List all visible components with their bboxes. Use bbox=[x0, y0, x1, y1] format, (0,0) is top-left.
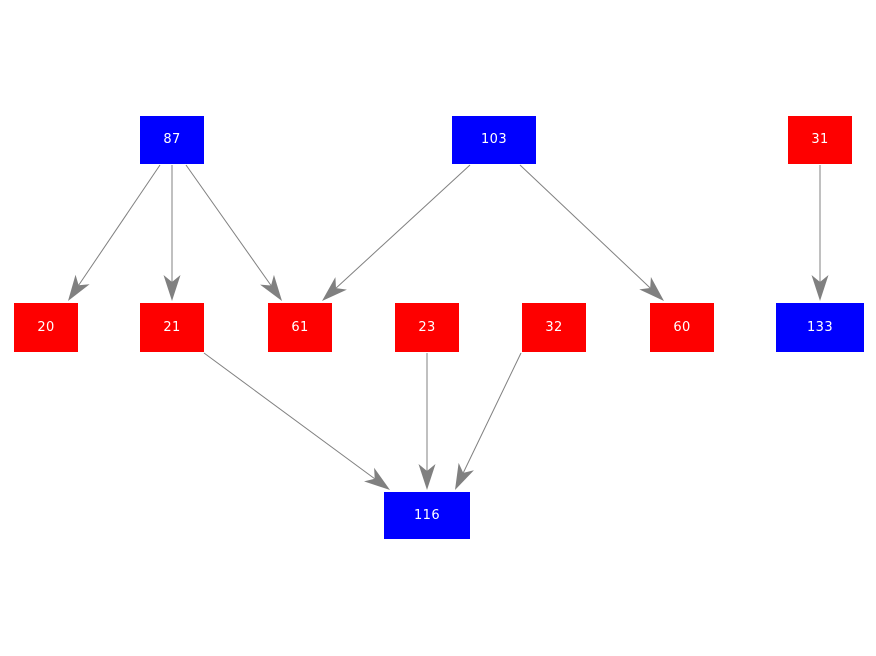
graph-node-label: 87 bbox=[163, 132, 181, 147]
edge-line bbox=[335, 164, 471, 289]
graph-node-label: 21 bbox=[163, 319, 181, 335]
graph-node-label: 31 bbox=[811, 132, 829, 147]
graph-edge bbox=[322, 164, 471, 301]
arrowhead-icon bbox=[455, 462, 474, 490]
graph-node-label: 20 bbox=[37, 319, 55, 335]
graph-edge bbox=[185, 164, 282, 301]
graph-node[interactable]: 61 bbox=[268, 303, 332, 352]
arrowhead-icon bbox=[322, 277, 347, 301]
graph-node[interactable]: 32 bbox=[522, 303, 586, 352]
graph-node-label: 103 bbox=[480, 132, 507, 147]
graph-node[interactable]: 23 bbox=[395, 303, 459, 352]
edge-line bbox=[78, 164, 161, 286]
graph-edge bbox=[203, 352, 390, 490]
graph-node-label: 61 bbox=[291, 319, 309, 335]
arrowhead-icon bbox=[364, 467, 390, 490]
graph-node[interactable]: 87 bbox=[140, 116, 204, 164]
graph-node[interactable]: 31 bbox=[788, 116, 852, 164]
graph-node[interactable]: 60 bbox=[650, 303, 714, 352]
arrowhead-icon bbox=[260, 274, 282, 301]
graph-edge bbox=[519, 164, 664, 301]
graph-node-label: 60 bbox=[673, 319, 691, 335]
graph-node-label: 133 bbox=[806, 319, 833, 335]
graph-node[interactable]: 20 bbox=[14, 303, 78, 352]
graph-node[interactable]: 116 bbox=[384, 492, 470, 539]
graph-node[interactable]: 103 bbox=[452, 116, 536, 164]
graph-node-label: 116 bbox=[413, 507, 440, 523]
graph-node-label: 32 bbox=[545, 319, 563, 335]
arrowhead-icon bbox=[68, 274, 90, 301]
edge-line bbox=[519, 164, 651, 289]
arrowhead-icon bbox=[418, 464, 436, 490]
graph-node[interactable]: 133 bbox=[776, 303, 864, 352]
graph-edge bbox=[418, 353, 436, 490]
edge-line bbox=[462, 352, 522, 474]
graph-edge bbox=[68, 164, 161, 301]
graph-edge bbox=[163, 165, 181, 301]
graph-node[interactable]: 21 bbox=[140, 303, 204, 352]
arrowhead-icon bbox=[639, 276, 664, 301]
graph-edge bbox=[811, 165, 829, 301]
arrowhead-icon bbox=[811, 275, 829, 301]
graph-node-label: 23 bbox=[418, 319, 436, 335]
arrowhead-icon bbox=[163, 275, 181, 301]
edge-line bbox=[185, 164, 272, 286]
edge-line bbox=[203, 352, 375, 480]
graph-edge bbox=[455, 352, 522, 490]
